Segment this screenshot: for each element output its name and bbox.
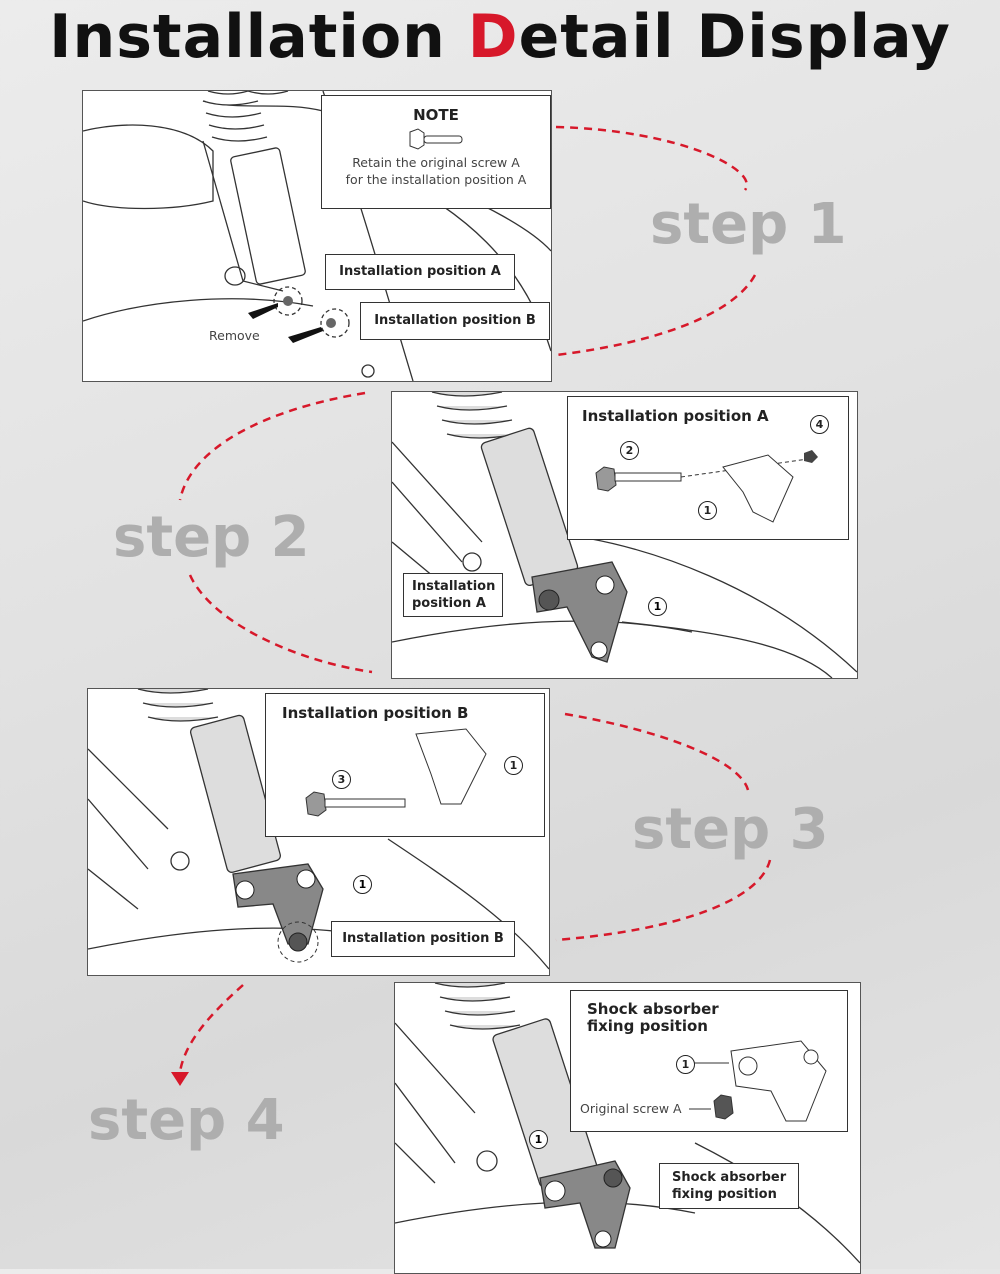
note-box: NOTE Retain the original screw A for the…: [321, 95, 551, 209]
step-2-label: step 2: [113, 505, 310, 570]
part-number-1: 1: [676, 1055, 695, 1074]
remove-label: Remove: [209, 328, 260, 343]
inset-installation-position-b: Installation position B 3 1: [265, 693, 545, 837]
step-1-label: step 1: [650, 192, 847, 257]
screw-icon: [409, 128, 463, 150]
callout-installation-position-b: Installation position B: [331, 921, 515, 957]
arrow-down-icon: [171, 1072, 189, 1086]
step-4-label: step 4: [88, 1088, 285, 1153]
step-3-illustration: Installation position B 3 1 1 Installati…: [87, 688, 550, 976]
connector-step4: [178, 984, 244, 1073]
note-line-2: for the installation position A: [345, 172, 527, 187]
inset-title: Installation position B: [282, 704, 469, 722]
part-number-3: 3: [332, 770, 351, 789]
remove-arrow-icon: [248, 303, 278, 319]
part-number-1: 1: [504, 756, 523, 775]
part-number-2: 2: [620, 441, 639, 460]
step-1-illustration: NOTE Retain the original screw A for the…: [82, 90, 552, 382]
part-number-1: 1: [529, 1130, 548, 1149]
note-line-1: Retain the original screw A: [352, 155, 520, 170]
bolt-and-bracket-diagram: [595, 450, 818, 523]
shock-fixing-drawing: [395, 983, 860, 1264]
bolt-and-bracket-diagram: [305, 728, 487, 817]
part-number-1: 1: [698, 501, 717, 520]
part-number-1: 1: [648, 597, 667, 616]
page-title: Installation Detail Display: [49, 2, 951, 72]
bracket-diagram: [689, 1040, 827, 1122]
part-number-1: 1: [353, 875, 372, 894]
callout-installation-position-b: Installation position B: [360, 302, 550, 340]
part-number-4: 4: [810, 415, 829, 434]
inset-title: Installation position A: [582, 407, 769, 425]
step-3-label: step 3: [632, 797, 829, 862]
step-2-illustration: Installation position A 2 4 1 Installati…: [391, 391, 858, 679]
inset-installation-position-a: Installation position A 2 4 1: [567, 396, 849, 540]
callout-installation-position-a: Installation position A: [325, 254, 515, 290]
bracket-install-a-drawing: [392, 392, 857, 678]
note-title: NOTE: [413, 106, 459, 124]
original-screw-a-label: Original screw A: [580, 1101, 682, 1116]
bracket-install-b-drawing: [88, 689, 549, 970]
